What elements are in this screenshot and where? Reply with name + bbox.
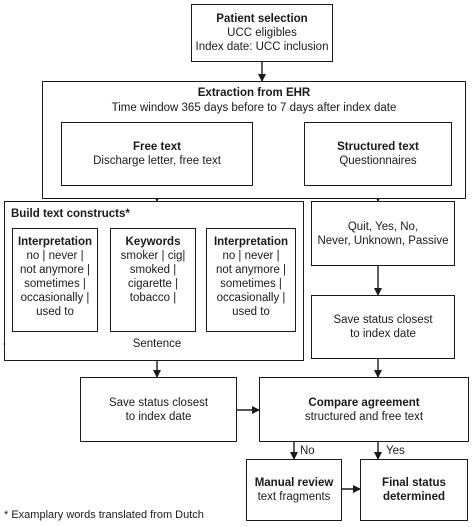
interpretation-left-line: no | never | bbox=[26, 250, 84, 262]
interpretation-left-line: occasionally | bbox=[20, 292, 90, 304]
manual-review-title: Manual review bbox=[254, 477, 334, 489]
sentence-label: Sentence bbox=[132, 338, 182, 350]
save-status-left-line1: Save status closest bbox=[108, 396, 209, 409]
interpretation-right-line: used to bbox=[232, 306, 270, 318]
final-status-line1: determined bbox=[383, 491, 445, 503]
keywords-line: cigarette | bbox=[127, 278, 179, 290]
manual-review-line1: text fragments bbox=[257, 491, 331, 503]
save-status-right-box: Save status closest to index date bbox=[311, 295, 455, 359]
keywords-line: smoked | bbox=[129, 264, 177, 276]
manual-review-box: Manual review text fragments bbox=[246, 459, 342, 521]
build-title: Build text constructs* bbox=[11, 208, 130, 220]
final-status-title: Final status bbox=[382, 477, 446, 489]
structured-values-box: Quit, Yes, No, Never, Unknown, Passive bbox=[311, 201, 455, 266]
final-status-box: Final status determined bbox=[360, 459, 468, 521]
keywords-box: Keywords smoker | cig| smoked | cigarett… bbox=[110, 228, 196, 332]
patient-selection-title: Patient selection bbox=[216, 13, 308, 25]
interpretation-left-line: not anymore | bbox=[19, 264, 91, 276]
interpretation-left-box: Interpretation no | never | not anymore … bbox=[12, 228, 98, 332]
interpretation-left-line: sometimes | bbox=[24, 278, 86, 290]
free-text-box: Free text Discharge letter, free text bbox=[61, 122, 253, 186]
save-status-left-line2: to index date bbox=[125, 410, 192, 423]
compare-agreement-box: Compare agreement structured and free te… bbox=[259, 377, 469, 442]
branch-yes-label: Yes bbox=[386, 445, 405, 457]
save-status-left-box: Save status closest to index date bbox=[80, 377, 237, 442]
free-text-title: Free text bbox=[133, 141, 181, 153]
structured-text-line1: Questionnaires bbox=[339, 155, 417, 167]
interpretation-right-box: Interpretation no | never | not anymore … bbox=[206, 228, 296, 332]
patient-selection-box: Patient selection UCC eligibles Index da… bbox=[191, 4, 333, 62]
extraction-subtitle: Time window 365 days before to 7 days af… bbox=[111, 102, 397, 114]
compare-line1: structured and free text bbox=[304, 410, 424, 423]
structured-text-title: Structured text bbox=[337, 141, 419, 153]
interpretation-right-line: no | never | bbox=[222, 250, 280, 262]
save-status-right-line1: Save status closest bbox=[333, 314, 433, 326]
structured-values-line2: Never, Unknown, Passive bbox=[317, 234, 449, 247]
save-status-right-line2: to index date bbox=[350, 328, 416, 340]
keywords-title: Keywords bbox=[125, 236, 181, 248]
patient-selection-line2: Index date: UCC inclusion bbox=[195, 41, 329, 53]
interpretation-right-title: Interpretation bbox=[213, 236, 289, 248]
structured-text-box: Structured text Questionnaires bbox=[304, 122, 452, 186]
interpretation-right-line: occasionally | bbox=[216, 292, 286, 304]
interpretation-right-line: sometimes | bbox=[220, 278, 282, 290]
keywords-line: smoker | cig| bbox=[120, 250, 186, 262]
keywords-line: tobacco | bbox=[129, 292, 177, 304]
branch-no-label: No bbox=[300, 445, 315, 457]
interpretation-left-line: used to bbox=[36, 306, 74, 318]
interpretation-right-line: not anymore | bbox=[215, 264, 287, 276]
free-text-line1: Discharge letter, free text bbox=[93, 155, 221, 167]
extraction-title: Extraction from EHR bbox=[197, 87, 311, 99]
structured-values-line1: Quit, Yes, No, bbox=[347, 220, 419, 233]
compare-title: Compare agreement bbox=[308, 396, 420, 409]
patient-selection-line1: UCC eligibles bbox=[227, 27, 297, 39]
interpretation-left-title: Interpretation bbox=[17, 236, 93, 248]
footnote: * Examplary words translated from Dutch bbox=[4, 509, 204, 521]
